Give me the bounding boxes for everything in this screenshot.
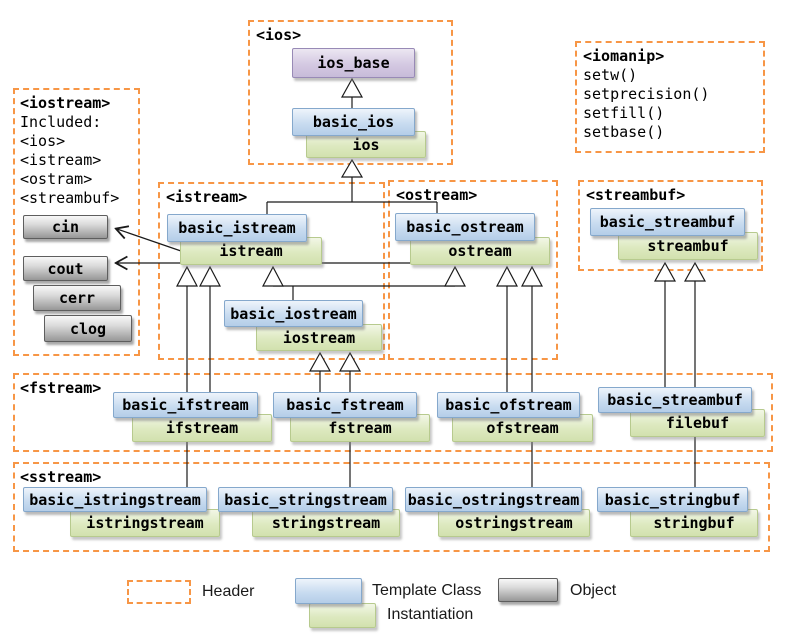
inheritance-arrowheads bbox=[176, 77, 707, 372]
inst-box-stringstream: stringstream bbox=[252, 509, 400, 537]
header-label-streambuf: <streambuf> bbox=[586, 186, 686, 204]
object-box-cout: cout bbox=[23, 256, 108, 281]
iostream-line: <istream> bbox=[20, 151, 102, 169]
inst-box-istringstream: istringstream bbox=[70, 509, 220, 537]
header-label-sstream: <sstream> bbox=[20, 468, 102, 486]
legend-instantiation-label: Instantiation bbox=[387, 606, 474, 623]
header-label-fstream: <fstream> bbox=[20, 379, 102, 397]
object-box-clog: clog bbox=[44, 315, 132, 342]
header-box-istream bbox=[158, 182, 385, 360]
class-box-basic-ostream: basic_ostream bbox=[395, 213, 535, 241]
class-box-ios-base: ios_base bbox=[292, 48, 415, 78]
inst-box-fstream: fstream bbox=[290, 414, 430, 442]
inst-box-streambuf: streambuf bbox=[618, 232, 758, 260]
class-box-basic-ofstream: basic_ofstream bbox=[437, 392, 580, 418]
class-box-basic-istream: basic_istream bbox=[167, 214, 307, 242]
iostream-line: <streambuf> bbox=[20, 189, 120, 207]
header-box-streambuf bbox=[578, 180, 763, 271]
inst-box-ostream: ostream bbox=[410, 237, 550, 265]
legend-header-swatch bbox=[127, 580, 191, 604]
header-label-iomanip: <iomanip> bbox=[583, 47, 665, 65]
instance-arrow-cin bbox=[117, 229, 182, 252]
iomanip-line: setprecision() bbox=[583, 85, 710, 103]
iostream-line: Included: bbox=[20, 113, 102, 131]
header-box-sstream bbox=[13, 462, 770, 552]
header-box-fstream bbox=[13, 373, 773, 452]
class-box-basic-stringstream: basic_stringstream bbox=[218, 487, 393, 512]
header-box-ostream bbox=[388, 180, 558, 360]
legend-object-label: Object bbox=[570, 582, 617, 599]
inst-box-stringbuf: stringbuf bbox=[630, 509, 758, 537]
legend-template-label: Template Class bbox=[372, 582, 482, 599]
iomanip-line: setw() bbox=[583, 66, 638, 84]
iostream-line: <ios> bbox=[20, 132, 66, 150]
iostream-line: <ostram> bbox=[20, 170, 93, 188]
inst-box-ostringstream: ostringstream bbox=[438, 509, 590, 537]
class-box-basic-ios: basic_ios bbox=[292, 108, 415, 136]
class-box-basic-istringstream: basic_istringstream bbox=[23, 487, 207, 512]
legend-header-label: Header bbox=[202, 583, 255, 600]
class-box-basic-fstream: basic_fstream bbox=[273, 392, 417, 418]
header-label-ios: <ios> bbox=[256, 26, 302, 44]
iomanip-line: setbase() bbox=[583, 123, 665, 141]
legend-instantiation-swatch bbox=[309, 603, 376, 628]
object-box-cin: cin bbox=[23, 215, 108, 239]
legend-template-swatch bbox=[295, 578, 362, 604]
object-box-cerr: cerr bbox=[33, 285, 121, 311]
header-box-iomanip bbox=[575, 41, 765, 153]
inst-box-ofstream: ofstream bbox=[452, 414, 593, 442]
class-box-basic-ostringstream: basic_ostringstream bbox=[405, 487, 582, 512]
header-label-ostream: <ostream> bbox=[396, 186, 478, 204]
inst-box-iostream: iostream bbox=[256, 324, 382, 351]
legend-object-swatch bbox=[498, 578, 558, 602]
inst-box-ifstream: ifstream bbox=[132, 414, 272, 442]
header-box-iostream bbox=[13, 88, 140, 356]
class-box-basic-iostream: basic_iostream bbox=[224, 300, 363, 327]
header-label-istream: <istream> bbox=[166, 188, 248, 206]
class-box-basic-filebuf: basic_streambuf bbox=[598, 387, 752, 413]
class-box-basic-stringbuf: basic_stringbuf bbox=[597, 487, 748, 512]
inst-box-filebuf: filebuf bbox=[630, 409, 765, 437]
class-box-basic-streambuf: basic_streambuf bbox=[590, 208, 745, 236]
iomanip-line: setfill() bbox=[583, 104, 665, 122]
class-box-basic-ifstream: basic_ifstream bbox=[113, 392, 258, 418]
header-label-iostream: <iostream> bbox=[20, 94, 111, 112]
